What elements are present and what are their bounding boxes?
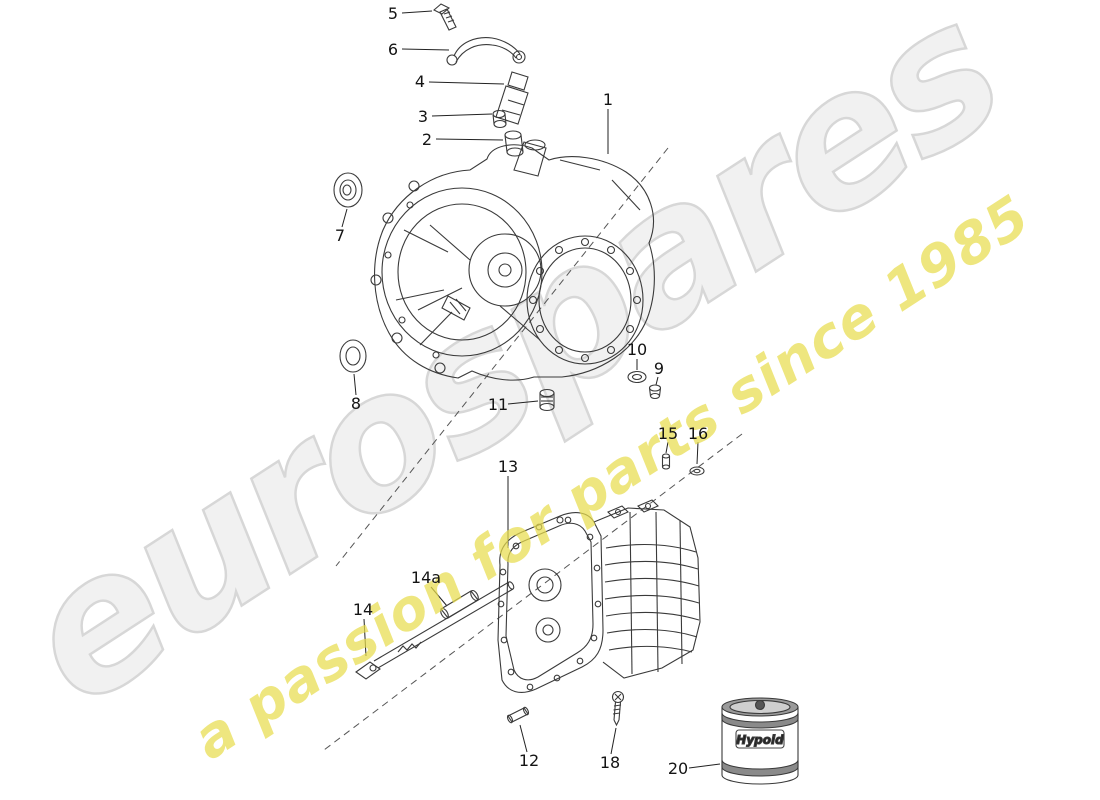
part-breather-11-drawing (539, 388, 555, 412)
part-lever-6-drawing (446, 37, 526, 66)
oil-drum-drawing: Hypoid (721, 697, 799, 785)
part-seal-7-drawing (333, 172, 363, 208)
part-sleeve-14a-drawing (440, 589, 479, 620)
part-bush-3-drawing (492, 109, 507, 129)
part-number-1: 1 (602, 90, 614, 109)
part-number-20: 20 (667, 759, 689, 778)
part-pin-12-drawing (506, 706, 530, 724)
part-washer-10-drawing (627, 370, 647, 384)
part-seal-8-drawing (339, 339, 367, 373)
part-selector-rod-14-drawing (355, 581, 515, 680)
part-number-9: 9 (653, 359, 665, 378)
part-plug-9-drawing (648, 384, 662, 400)
part-number-2: 2 (421, 130, 433, 149)
part-number-11: 11 (487, 395, 509, 414)
part-number-4: 4 (414, 72, 426, 91)
part-number-16: 16 (687, 424, 709, 443)
axis-dashed-lines (323, 147, 743, 751)
part-number-3: 3 (417, 107, 429, 126)
part-number-5: 5 (387, 4, 399, 23)
part-number-10: 10 (626, 340, 648, 359)
part-screw-18-drawing (611, 690, 625, 727)
part-number-12: 12 (518, 751, 540, 770)
part-number-6: 6 (387, 40, 399, 59)
lower-housing-drawing (497, 499, 701, 693)
upper-housing-drawing (370, 139, 655, 381)
part-washer-16-drawing (689, 466, 705, 476)
part-sensor-4-drawing (495, 71, 529, 125)
part-number-15: 15 (657, 424, 679, 443)
part-bolt-5-drawing (433, 3, 457, 31)
part-number-14: 14 (352, 600, 374, 619)
part-number-8: 8 (350, 394, 362, 413)
part-number-18: 18 (599, 753, 621, 772)
oil-drum-label: Hypoid (736, 733, 784, 747)
part-number-13: 13 (497, 457, 519, 476)
part-number-14a: 14a (410, 568, 442, 587)
leader-lines (341, 10, 721, 769)
part-number-7: 7 (334, 226, 346, 245)
part-sleeve-2-drawing (504, 130, 524, 157)
part-stud-15-drawing (661, 453, 671, 470)
